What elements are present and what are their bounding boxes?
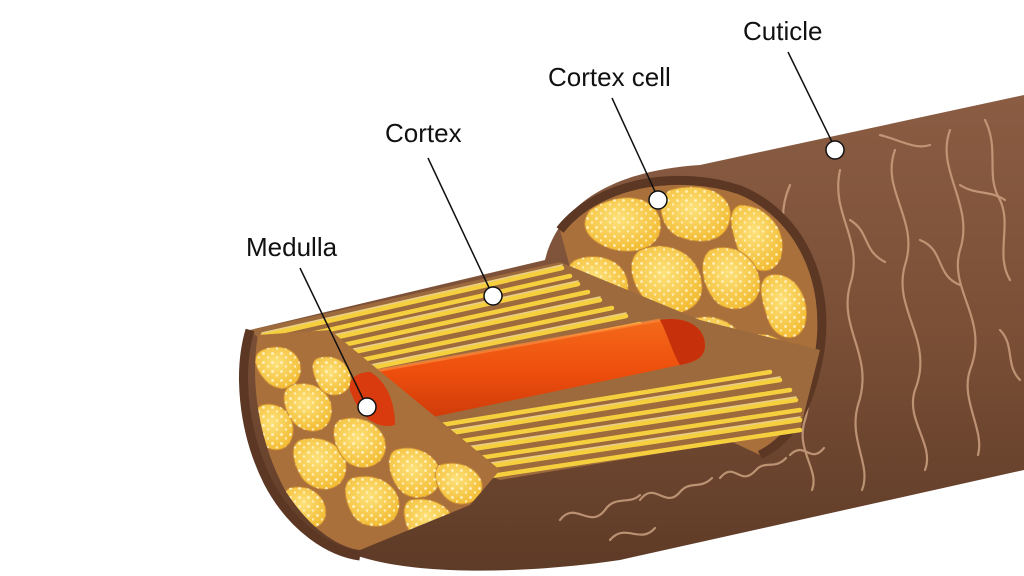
callout-medulla: Medulla <box>246 232 377 417</box>
cuticle-scale-lines <box>558 118 1022 542</box>
medulla-marker <box>357 397 377 417</box>
callout-cortex-cell: Cortex cell <box>548 62 671 210</box>
callout-cortex: Cortex <box>385 118 503 306</box>
cortex-cell-marker <box>648 190 668 210</box>
cortex-cell-label: Cortex cell <box>548 62 671 92</box>
cortex-label: Cortex <box>385 118 462 148</box>
cortex-marker <box>483 286 503 306</box>
cortex-leader-line <box>427 157 493 295</box>
medulla-label: Medulla <box>246 232 338 262</box>
cuticle-marker <box>825 140 845 160</box>
cuticle-leader-line <box>787 51 836 149</box>
medulla-core <box>349 319 705 426</box>
medulla-leader-line <box>299 267 367 406</box>
callout-cuticle: Cuticle <box>743 16 845 160</box>
cortex-cell-leader-line <box>611 97 659 199</box>
cuticle-label: Cuticle <box>743 16 822 46</box>
